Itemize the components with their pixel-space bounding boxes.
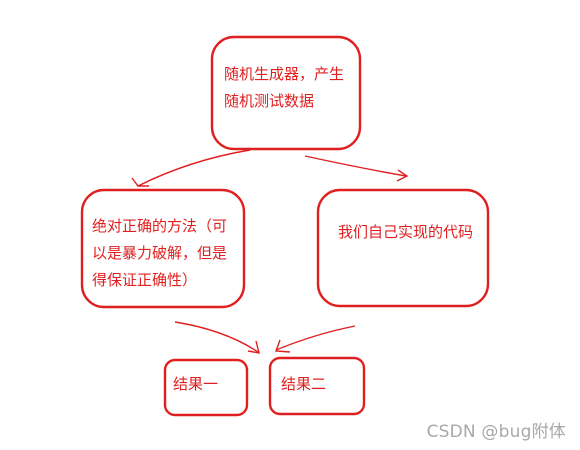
- arrow-correct-to-results: [174, 321, 259, 353]
- arrow-own-to-results: [275, 325, 356, 351]
- own-impl-box: [316, 188, 490, 308]
- result-one-label: 结果一: [173, 375, 219, 393]
- arrowhead-generator-to-correct: [131, 177, 149, 187]
- result-two-box: [268, 356, 366, 416]
- arrowhead-correct-to-results: [247, 340, 260, 354]
- generator-label: 随机生成器，产生随机测试数据: [224, 65, 345, 110]
- own-impl-label: 我们自己实现的代码: [338, 223, 474, 241]
- generator-box: [210, 35, 362, 151]
- arrow-generator-to-correct: [137, 149, 251, 187]
- result-one-box: [163, 358, 249, 417]
- arrow-generator-to-own: [304, 155, 407, 177]
- correct-method-label: 绝对正确的方法（可以是暴力破解，但是得保证正确性）: [92, 217, 228, 289]
- result-two-label: 结果二: [281, 375, 327, 393]
- arrowhead-own-to-results: [275, 339, 291, 353]
- watermark-text: CSDN @bug附体: [426, 422, 566, 442]
- arrowhead-generator-to-own: [396, 169, 409, 182]
- correct-method-box: [80, 188, 246, 309]
